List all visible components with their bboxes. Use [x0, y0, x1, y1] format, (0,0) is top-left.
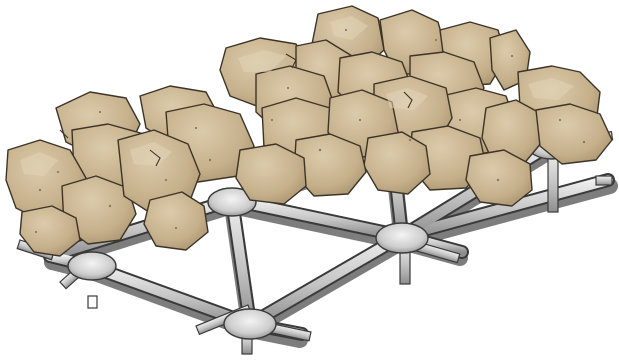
rib-end — [88, 296, 97, 308]
stone — [236, 144, 306, 204]
stone — [144, 192, 208, 250]
grid-node — [224, 309, 276, 339]
grid-node — [68, 252, 116, 280]
rib-end — [596, 176, 612, 185]
grid-node — [376, 223, 428, 253]
